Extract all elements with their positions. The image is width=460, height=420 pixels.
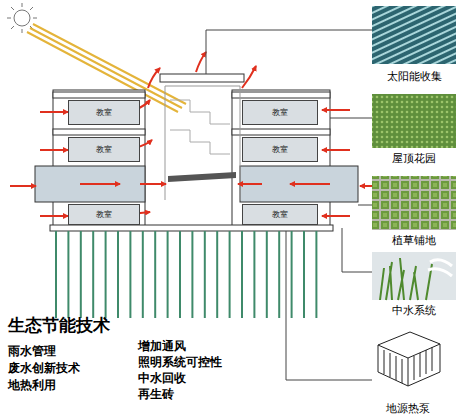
room-label: 教室 [96,107,112,118]
airflow-arrow [40,149,68,151]
panel-caption: 中水系统 [390,304,438,318]
airflow-arrow [290,183,330,185]
atrium-wall [165,86,240,200]
panel-caption: 地源热泵 [384,402,432,416]
airflow-arrow [322,109,350,111]
airflow-arrow [10,185,36,187]
room-label: 教室 [96,144,112,155]
pile [253,231,255,318]
classroom-box: 教室 [68,137,140,162]
piles [56,231,316,318]
floor-slab [232,129,330,135]
airflow-arrow [242,66,256,88]
room-label: 教室 [272,144,288,155]
technology-item: 再生砖 [138,386,174,403]
leader-line [286,231,372,380]
airflow-arrow [80,183,120,185]
technology-panel: 中水系统 [370,252,458,318]
technology-panel: 太阳能收集 [370,6,458,84]
airflow-arrow [40,111,68,113]
paving-photo [372,176,456,230]
technology-panel: 植草铺地 [370,176,458,248]
heading: 生态节能技术 [8,314,110,337]
pile [105,231,107,318]
stairs [170,100,230,154]
technology-item: 增加通风 [138,338,186,355]
pile [55,231,57,318]
water-photo [372,252,456,300]
technology-item: 中水回收 [138,370,186,387]
pile [142,231,144,318]
airflow-arrow [322,215,350,217]
airflow-arrow [238,183,262,185]
classroom-box: 教室 [242,204,318,225]
classroom-box: 教室 [242,137,318,162]
water-spray [428,260,452,276]
pile [92,231,94,318]
pile [241,231,243,318]
pile [154,231,156,318]
pile [191,231,193,318]
floor-slab [53,129,145,135]
technology-panel: 地源热泵 [358,330,458,416]
classroom-box: 教室 [242,100,318,125]
airflow-arrow [322,149,350,151]
technology-panel: 屋顶花园 [370,94,458,166]
panel-caption: 太阳能收集 [385,70,444,84]
pile [266,231,268,318]
pile [129,231,131,318]
pile [67,231,69,318]
heat-pump [378,332,440,386]
leader-line [330,118,372,119]
technology-item: 地热利用 [8,377,56,394]
pile [278,231,280,318]
leader-line [206,30,372,74]
panel-caption: 屋顶花园 [390,152,438,166]
projecting-block [35,166,145,202]
technology-item: 雨水管理 [8,343,56,360]
sun-disc [14,10,30,26]
room-label: 教室 [96,209,112,220]
airflow-arrows [10,52,372,216]
atrium-shelf [168,172,236,182]
pile [204,231,206,318]
technology-item: 废水创新技术 [8,360,80,377]
airflow-arrow [140,183,166,185]
base-slab [50,225,333,231]
floor-slab [232,92,330,98]
classroom-box: 教室 [68,100,140,125]
solar-photo [372,6,456,64]
pile [80,231,82,318]
room-label: 教室 [272,209,288,220]
pile [303,231,305,318]
garden-photo [372,94,456,148]
pile [291,231,293,318]
pile [315,231,317,318]
leader-line [342,228,372,272]
heat-pump-fins [384,347,432,383]
right-wing [232,90,330,230]
panel-caption: 植草铺地 [390,234,438,248]
roof-cap [160,74,244,82]
pile [216,231,218,318]
classroom-box: 教室 [68,204,140,225]
airflow-arrow [196,52,206,72]
airflow-arrow [148,68,160,88]
airflow-arrow [360,185,372,187]
water-plants [380,258,432,300]
floor-slab [53,92,145,98]
leader-line [358,205,372,206]
room-label: 教室 [272,107,288,118]
pile [167,231,169,318]
airflow-arrow [40,215,68,217]
technology-item: 照明系统可控性 [138,354,222,371]
pile [229,231,231,318]
pile [179,231,181,318]
pile [117,231,119,318]
